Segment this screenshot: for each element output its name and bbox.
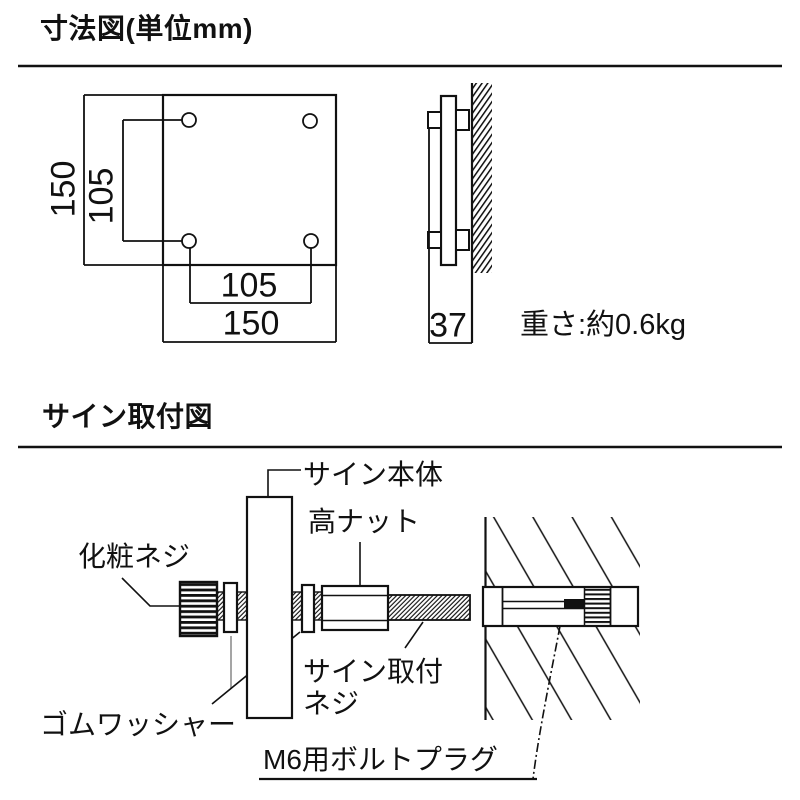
label-sign-body: サイン本体 — [303, 459, 444, 490]
dim-37 — [428, 128, 472, 344]
sign-body — [245, 495, 294, 720]
bolt-plug — [481, 585, 640, 628]
dim-label-37-depth: 37 — [429, 306, 467, 345]
leader-decorative-screw — [121, 577, 180, 607]
weight-text: 重さ:約0.6kg — [520, 309, 686, 341]
plate-side — [439, 94, 458, 267]
label-mounting-screw-line1: サイン取付 — [303, 656, 444, 687]
dim-label-150-vertical: 150 — [44, 160, 83, 218]
mounting-screw-rod — [387, 594, 471, 621]
dim-label-150-horizontal: 150 — [222, 304, 280, 343]
section1-title: 寸法図(単位mm) — [40, 13, 253, 44]
dim-150-horizontal — [162, 265, 337, 343]
rubber-washer-left — [222, 581, 239, 634]
dim-label-105-horizontal: 105 — [220, 266, 278, 305]
leader-mounting-screw — [404, 621, 424, 649]
label-rubber-washer: ゴムワッシャー — [40, 709, 237, 740]
label-mounting-screw: サイン取付 ネジ — [303, 656, 443, 720]
leader-sign-body — [267, 469, 301, 497]
label-high-nut: 高ナット — [308, 506, 421, 537]
bolt-top — [427, 109, 470, 131]
section2-title: サイン取付図 — [42, 401, 214, 432]
label-decorative-screw: 化粧ネジ — [78, 541, 191, 572]
rubber-washer-right — [300, 583, 316, 634]
label-bolt-plug: M6用ボルトプラグ — [263, 744, 498, 775]
leader-bolt-plug — [532, 625, 561, 780]
dimension-view-front — [83, 93, 338, 343]
decorative-screw-knob — [178, 580, 219, 638]
plate-outline — [161, 93, 338, 267]
installation-diagram — [121, 469, 640, 781]
dim-105-vertical — [122, 119, 182, 242]
plug-knurl-sleeve — [584, 588, 610, 625]
dim-label-105-vertical: 105 — [82, 167, 121, 225]
dim-105-horizontal — [189, 248, 312, 304]
dimension-view-side — [427, 83, 492, 344]
plug-slit-end — [564, 599, 584, 608]
bolt-bottom — [427, 229, 470, 251]
label-mounting-screw-line2: ネジ — [303, 688, 360, 720]
plate-holes — [181, 112, 319, 249]
wall-surface-hatch — [473, 83, 492, 273]
high-nut — [320, 584, 390, 632]
dim-150-vertical — [83, 94, 163, 266]
